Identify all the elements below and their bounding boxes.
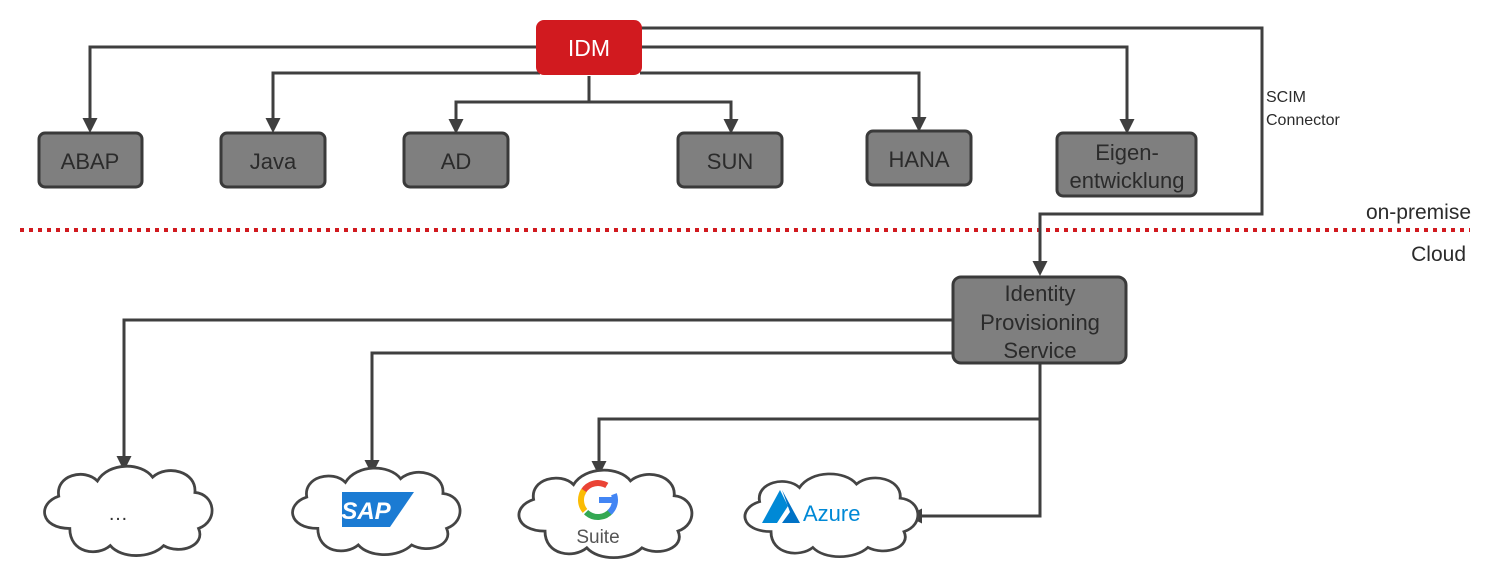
wire-idm-eigen <box>640 45 1135 134</box>
sap-logo-icon: SAP <box>341 492 414 527</box>
cloud-zone-label: Cloud <box>1411 243 1466 266</box>
scim-connector-label: SCIM <box>1266 89 1306 106</box>
system-ad: AD <box>402 131 510 189</box>
ips-label-1: Identity <box>1005 281 1076 306</box>
system-hana: HANA <box>865 129 973 187</box>
wire-idm-scim <box>640 26 1264 276</box>
cloud-other <box>43 464 214 558</box>
wire-ips-other <box>116 318 952 471</box>
wire-idm-abap <box>82 45 540 133</box>
wire-idm-ad <box>448 100 589 134</box>
ips-label-3: Service <box>1003 338 1076 363</box>
azure-label: Azure <box>803 501 860 526</box>
eigen-label-1: Eigen- <box>1095 140 1159 165</box>
gsuite-suite-label: Suite <box>576 527 619 548</box>
abap-label: ABAP <box>61 149 120 174</box>
on-premise-label: on-premise <box>1366 201 1471 224</box>
wire-idm-hana <box>640 71 927 132</box>
ips-label-2: Provisioning <box>980 310 1100 335</box>
hana-label: HANA <box>888 147 949 172</box>
idm-node: IDM <box>536 20 642 75</box>
wire-ips-trunk <box>907 363 1042 524</box>
system-abap: ABAP <box>37 131 144 189</box>
wire-idm-sun <box>589 100 739 134</box>
wire-idm-java <box>265 71 540 133</box>
ad-label: AD <box>441 149 472 174</box>
ips-connectors <box>116 318 1042 524</box>
idm-connectors <box>82 26 1264 276</box>
idm-label: IDM <box>568 35 610 61</box>
sun-label: SUN <box>707 149 753 174</box>
system-eigenentwicklung: Eigen- entwicklung <box>1055 131 1198 198</box>
sap-logo-text: SAP <box>341 498 391 525</box>
azure-logo-icon <box>762 490 800 523</box>
identity-provisioning-service: Identity Provisioning Service <box>951 275 1128 365</box>
wire-ips-sap <box>364 351 952 475</box>
java-label: Java <box>250 149 297 174</box>
eigen-label-2: entwicklung <box>1070 168 1185 193</box>
wire-ips-gsuite <box>591 417 1040 476</box>
system-sun: SUN <box>676 131 784 189</box>
system-java: Java <box>219 131 327 189</box>
cloud-other-label: … <box>108 503 128 525</box>
scim-connector-label-2: Connector <box>1266 112 1340 129</box>
